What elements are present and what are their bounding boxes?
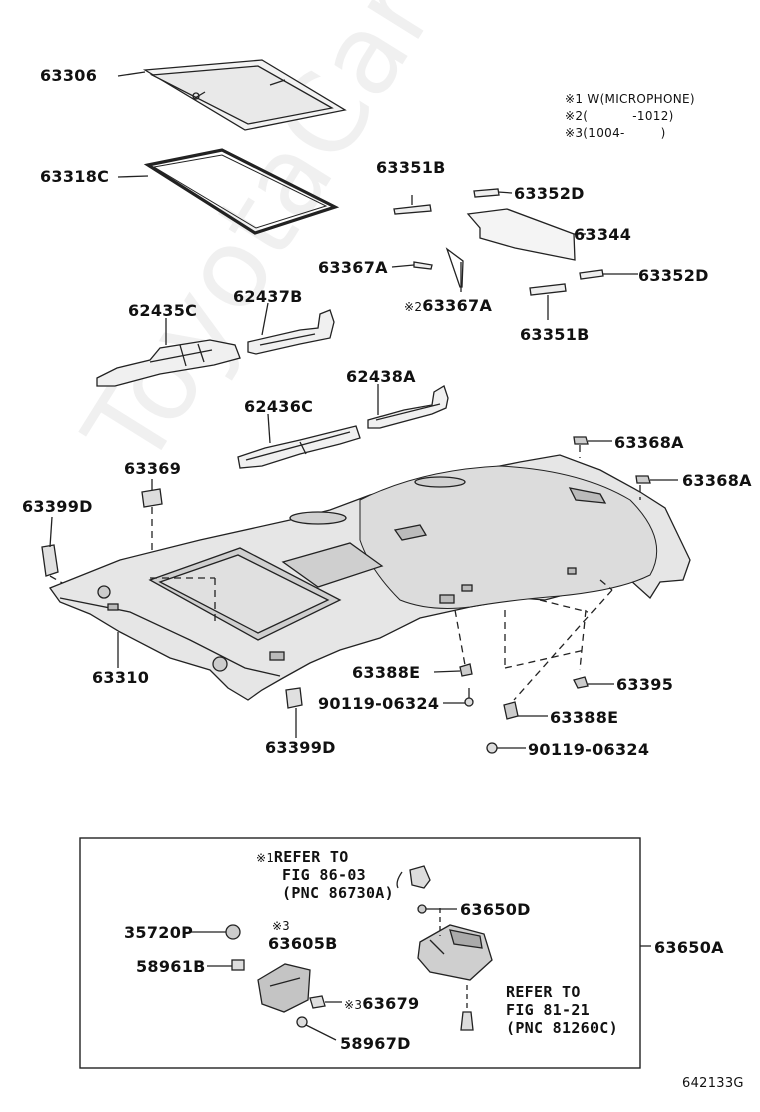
label-63351B-low[interactable]: 63351B [520,325,590,344]
refer-86-03-line1: REFER TO [273,848,349,866]
note-3: ※3(1004-) [565,126,666,140]
sunshade-panel-63306 [142,59,347,131]
microphone-part [396,865,431,889]
pad-63369 [141,488,163,508]
refer-81-21-pnc[interactable]: (PNC 81260C) [506,1019,618,1037]
label-63306[interactable]: 63306 [40,66,98,85]
label-58961B[interactable]: 58961B [136,957,206,976]
label-63679-text: 63679 [362,994,420,1013]
strip-63352D-right [579,269,604,280]
screw-90119-a [464,697,474,707]
label-63368A-a[interactable]: 63368A [614,433,684,452]
label-63369[interactable]: 63369 [124,459,182,478]
screw-63650D [417,904,427,914]
mark-63679: ※3 [344,998,363,1012]
label-63679[interactable]: ※363679 [344,994,419,1013]
strip-63351B-low [529,283,567,296]
note-2: ※2( -1012) [565,109,674,123]
label-63367A-b-text: 63367A [422,296,493,315]
clip-63368A-a [573,436,589,445]
strip-63367A-a [413,261,433,270]
label-63650D[interactable]: 63650D [460,900,531,919]
note-2-paren: ( [583,109,589,123]
mark-63605B: ※3 [272,919,290,933]
clip-63368A-b [635,475,651,484]
strip-63351B-top [393,204,432,215]
label-63399D-top[interactable]: 63399D [22,497,93,516]
label-62436C[interactable]: 62436C [244,397,314,416]
note-1: ※1 W(MICROPHONE) [565,92,695,106]
label-63650A[interactable]: 63650A [654,938,724,957]
label-63367A-b[interactable]: ※263367A [404,296,492,315]
label-63344[interactable]: 63344 [574,225,632,244]
label-63367A-b-mark: ※2 [404,300,423,314]
overhead-console-63650A [417,924,493,981]
clip-35720P [225,924,241,940]
bracket-62437B [247,309,335,355]
label-62437B[interactable]: 62437B [233,287,303,306]
bracket-62438A [367,385,449,429]
refer-86-03[interactable]: ※1REFER TO [256,848,349,866]
clip-63395 [573,676,589,689]
bulb-81260C [460,1011,474,1031]
clip-63679 [309,995,326,1009]
label-63605B-mark: ※3 [272,916,290,934]
label-63310[interactable]: 63310 [92,668,150,687]
note-3-close: ) [660,126,666,140]
label-62438A[interactable]: 62438A [346,367,416,386]
label-63388E-a[interactable]: 63388E [352,663,421,682]
refer-86-03-fig[interactable]: FIG 86-03 [282,866,366,884]
clip-63388E-a [459,663,473,677]
refer-81-21-fig[interactable]: FIG 81-21 [506,1001,590,1019]
figure-id: 642133G [682,1076,744,1091]
note-2-value: -1012) [632,109,674,123]
label-35720P[interactable]: 35720P [124,923,194,942]
pad-63344 [466,208,576,261]
label-63352D-right[interactable]: 63352D [638,266,709,285]
label-58967D[interactable]: 58967D [340,1034,411,1053]
bracket-62435C [96,339,241,387]
label-63318C[interactable]: 63318C [40,167,110,186]
clip-63388E-b [503,701,519,720]
strip-63367A-b [445,247,464,288]
note-3-value: (1004- [583,126,625,140]
sunroof-seal-63318C [143,148,340,235]
label-63605B[interactable]: 63605B [268,934,338,953]
refer-81-21[interactable]: REFER TO [506,983,581,1001]
label-63388E-b[interactable]: 63388E [550,708,619,727]
label-62435C[interactable]: 62435C [128,301,198,320]
console-bezel-63605B [257,963,311,1013]
bracket-62436C [237,425,361,469]
label-90119-b[interactable]: 90119-06324 [528,740,650,759]
label-63352D-top[interactable]: 63352D [514,184,585,203]
note-2-mark: ※2 [565,109,584,123]
label-63351B-top[interactable]: 63351B [376,158,446,177]
headliner-63310 [48,454,691,701]
clip-58961B [231,959,245,971]
label-63368A-b[interactable]: 63368A [682,471,752,490]
note-3-mark: ※3 [565,126,584,140]
label-63395[interactable]: 63395 [616,675,674,694]
screw-90119-b [486,742,498,754]
screw-58967D [296,1016,308,1028]
label-63367A-a[interactable]: 63367A [318,258,388,277]
overhead-console-box [79,837,641,1069]
refer-86-03-mark: ※1 [256,851,274,865]
strip-63352D-top [473,188,500,198]
label-63399D-low[interactable]: 63399D [265,738,336,757]
clip-63399D-low [285,687,303,709]
refer-86-03-pnc[interactable]: (PNC 86730A) [282,884,394,902]
clip-63399D-top [41,544,59,577]
label-90119-a[interactable]: 90119-06324 [318,694,440,713]
